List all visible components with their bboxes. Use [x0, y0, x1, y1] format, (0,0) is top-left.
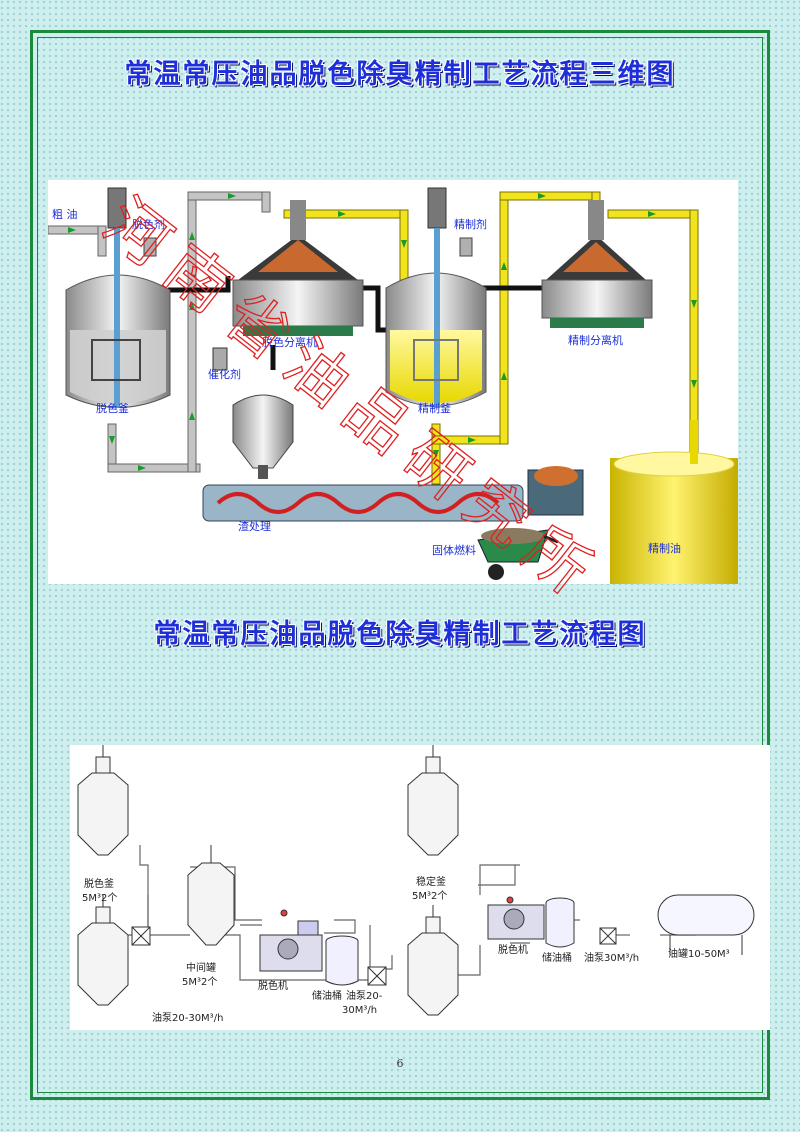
refining-separator-3d [541, 200, 653, 328]
refined-oil-image-3d [610, 420, 738, 584]
title-flow-diagram: 常温常压油品脱色除臭精制工艺流程图 [153, 619, 647, 650]
label-refining-tank: 精制釜 [418, 401, 451, 415]
label-flow-stabilizer-tank-spec: 5M³2个 [412, 890, 447, 902]
title-3d-diagram: 常温常压油品脱色除臭精制工艺流程三维图 [124, 59, 676, 90]
page-border-outer [30, 30, 770, 1100]
label-decolorizer: 脱色剂 [132, 217, 165, 231]
decolor-tank-3d [65, 187, 171, 408]
process-3d-diagram: 粗 油 脱色剂 脱色釜 脱色分离机 催化剂 精制剂 精制釜 精制分离机 渣处理 … [48, 180, 738, 584]
flow-pump-2 [367, 966, 387, 986]
label-flow-decolor-machine-1: 脱色机 [258, 979, 288, 992]
label-flow-pump-2-line2: 30M³/h [342, 1005, 377, 1016]
label-solid-fuel: 固体燃料 [432, 543, 476, 557]
label-refining-separator: 精制分离机 [568, 333, 623, 347]
label-crude-oil: 粗 油 [52, 207, 78, 221]
flow-decolor-machine-1 [259, 909, 323, 972]
wheelbarrow-3d [477, 528, 559, 580]
label-flow-oil-tank: 油罐10-50M³ [668, 947, 730, 960]
refining-tank-3d [385, 187, 487, 408]
flow-middle-tank [187, 845, 235, 946]
label-flow-storage-bucket-1: 储油桶 [312, 989, 342, 1002]
label-flow-pump-1: 油泵20-30M³/h [152, 1011, 223, 1024]
decolor-separator-3d [232, 200, 364, 336]
flow-stabilizer-tanks [407, 745, 459, 1016]
residue-conveyor-3d [202, 466, 584, 522]
label-flow-storage-bucket-2: 储油桶 [542, 951, 572, 964]
label-flow-middle-tank-spec: 5M³2个 [182, 976, 217, 988]
catalyst-filter-3d [212, 347, 294, 479]
label-flow-decolor-machine-2: 脱色机 [498, 943, 528, 956]
flow-decolor-machine-2 [487, 896, 545, 940]
label-flow-decolor-tank: 脱色釜 [84, 877, 114, 890]
label-catalyst: 催化剂 [208, 367, 241, 381]
label-flow-middle-tank: 中间罐 [186, 961, 216, 974]
label-flow-stabilizer-tank: 稳定釜 [416, 875, 446, 888]
label-residue-treatment: 渣处理 [238, 519, 271, 533]
label-flow-pump-2-line1: 油泵20- [346, 989, 383, 1002]
process-flow-diagram: 脱色釜 5M³2个 油泵20-30M³/h 中间罐 5M³2个 脱色机 储油桶 … [70, 745, 770, 1030]
flow-storage-bucket-2 [545, 897, 575, 948]
page-border-inner [37, 37, 763, 1093]
page-number: 6 [396, 1057, 404, 1070]
label-decolor-separator: 脱色分离机 [262, 335, 317, 349]
label-refining-agent: 精制剂 [454, 217, 487, 231]
label-flow-pump-3: 油泵30M³/h [584, 951, 639, 964]
flow-pump-3 [599, 927, 617, 945]
flow-decolor-tanks [77, 745, 129, 1006]
flow-oil-tank [657, 894, 755, 955]
label-refined-oil: 精制油 [648, 541, 681, 555]
label-decolor-tank: 脱色釜 [96, 401, 129, 415]
flow-storage-bucket-1 [325, 935, 359, 986]
label-flow-decolor-tank-spec: 5M³2个 [82, 892, 117, 904]
flow-pump-1 [131, 926, 151, 946]
